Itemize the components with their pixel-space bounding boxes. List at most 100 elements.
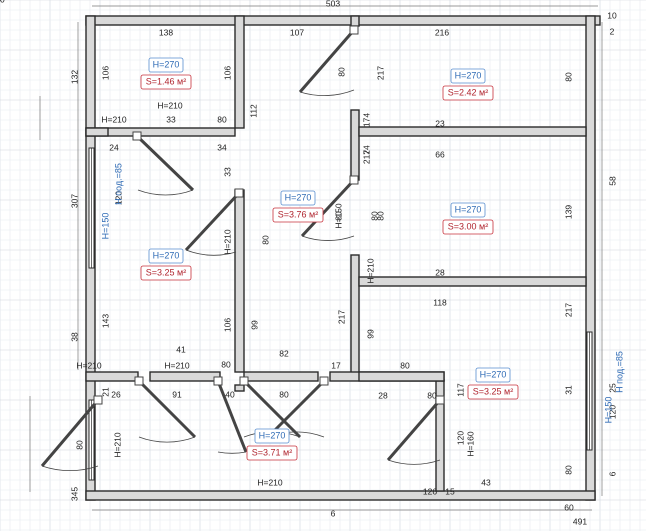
dimension-label: 15 [445, 486, 455, 496]
dimension-label: H=210 [365, 258, 375, 284]
door-top-left-hinge [132, 131, 142, 141]
window-left-sill: H под.=85 [113, 163, 123, 205]
room-bottom-height: H=270 [259, 430, 286, 440]
door-bottom-right-hinge [435, 395, 445, 405]
dimension-label: 80 [375, 211, 385, 221]
door-bottom-mid-3-leaf [266, 379, 326, 439]
dimension-label: 24 [109, 142, 119, 152]
door-corridor-top-hinge [349, 25, 359, 35]
dimension-label: 80 [279, 389, 289, 399]
dimension-label: 106 [100, 66, 110, 80]
dimension-label: 345 [69, 487, 79, 501]
outer-wall-bottom [85, 490, 596, 501]
door-bottom-mid-3-hinge [319, 376, 329, 386]
room-right-middle-height-box [450, 202, 486, 218]
room-bottom-area-box [246, 445, 298, 461]
dimension-label: 41 [176, 344, 186, 354]
dimension-label: H=210 [257, 477, 283, 487]
dimension-label: 80 [369, 211, 379, 221]
dimension-label: 80 [400, 360, 410, 370]
wall-v-corr-top [350, 15, 360, 27]
wall-v-corr-low [350, 254, 360, 376]
dimension-label: 217 [563, 303, 573, 317]
room-top-left-height: H=270 [153, 59, 180, 69]
dimension-label: H=210 [222, 229, 232, 255]
room-right-lower-height: H=270 [480, 369, 507, 379]
dimension-label: H=210 [164, 360, 190, 370]
wall-h-low-right-b [358, 371, 445, 382]
dimension-label: 7 [0, 0, 3, 4]
dimension-label: 174 [361, 113, 371, 127]
dimension-label: H=150 [333, 203, 343, 229]
dimension-label: 10 [607, 10, 617, 20]
dimension-label: 138 [159, 27, 173, 37]
dimension-label: 58 [607, 176, 617, 186]
dimension-label: 33 [222, 167, 232, 177]
dimension-label: 2 [610, 26, 615, 36]
door-entrance-arc [41, 465, 99, 472]
dimension-label: 80 [260, 235, 270, 245]
door-bottom-left-hinge [134, 376, 144, 386]
dimension-label: 28 [435, 267, 445, 277]
dimension-label: H=210 [101, 114, 127, 124]
room-corridor-area: S=3.76 м² [278, 209, 318, 219]
dimension-label: 80 [563, 465, 573, 475]
outer-wall-top [85, 15, 601, 26]
door-bottom-left-leaf [137, 379, 197, 439]
dimension-label: 307 [69, 194, 79, 208]
dimension-label: 82 [279, 348, 289, 358]
door-bottom-mid-2-hinge [239, 376, 249, 386]
room-right-lower-height-box [475, 367, 511, 383]
room-top-left-area: S=1.46 м² [146, 76, 186, 86]
dimension-label: 117 [455, 383, 465, 397]
room-top-right-height-box [450, 68, 486, 84]
door-corridor-mid-hinge [349, 175, 359, 185]
door-bottom-left-arc [138, 436, 196, 443]
room-left-middle-height-box [148, 248, 184, 264]
dimension-label: 80 [217, 114, 227, 124]
dimension-label: 6 [607, 471, 617, 476]
room-top-left-height-box [148, 57, 184, 73]
dimension-label: 120 [607, 405, 617, 419]
room-bottom-area: S=3.71 м² [252, 447, 292, 457]
dimension-label: 6 [331, 508, 336, 518]
dimension-label: 17 [331, 360, 341, 370]
wall-h-right-2 [358, 276, 587, 287]
dimension-label: 106 [222, 66, 232, 80]
door-entrance-leaf [40, 399, 100, 467]
dimension-label: H=210 [112, 432, 122, 458]
room-left-middle-area-box [140, 265, 192, 281]
door-bottom-right-leaf [386, 399, 442, 461]
door-top-left-arc [137, 189, 194, 196]
room-corridor-height-box [280, 190, 316, 206]
wall-v-top-left [234, 15, 245, 129]
dimension-label: 34 [217, 142, 227, 152]
dimension-label: 491 [573, 516, 587, 526]
wall-v-left-mid [234, 189, 245, 373]
room-left-middle-area: S=3.25 м² [146, 267, 186, 277]
room-top-right-area: S=2.42 м² [448, 87, 488, 97]
door-bottom-mid-1-hinge [213, 376, 223, 386]
door-bottom-mid-1-arc [217, 451, 247, 454]
dimension-label: 23 [435, 118, 445, 128]
dimension-label: 217 [375, 66, 385, 80]
room-bottom-height-box [254, 428, 290, 444]
dimension-label: H=160 [465, 431, 475, 457]
dimension-label: 80 [427, 390, 437, 400]
room-top-right-area-box [442, 85, 494, 101]
dimension-label: 217 [361, 150, 371, 164]
dimension-label: H=210 [157, 100, 183, 110]
room-left-middle-height: H=270 [153, 250, 180, 260]
window-right-sill: H под.=85 [614, 351, 624, 393]
dimension-label: 80 [336, 67, 346, 77]
dimension-label: 25 [607, 383, 617, 393]
dimension-label: 216 [435, 27, 449, 37]
